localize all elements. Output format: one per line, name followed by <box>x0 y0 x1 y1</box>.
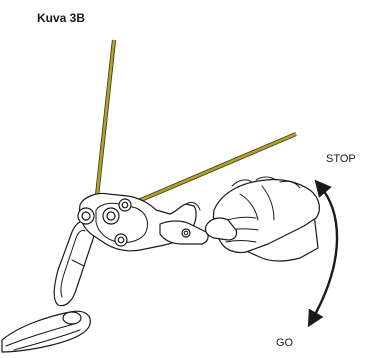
hand-icon <box>205 177 319 261</box>
rope-vertical <box>96 40 114 205</box>
belay-device-icon <box>78 193 208 250</box>
figure-title: Kuva 3B <box>37 11 85 25</box>
stop-label: STOP <box>326 153 356 165</box>
go-label: GO <box>276 337 294 349</box>
carabiner-icon <box>54 220 94 305</box>
harness-loop-icon <box>2 311 90 352</box>
